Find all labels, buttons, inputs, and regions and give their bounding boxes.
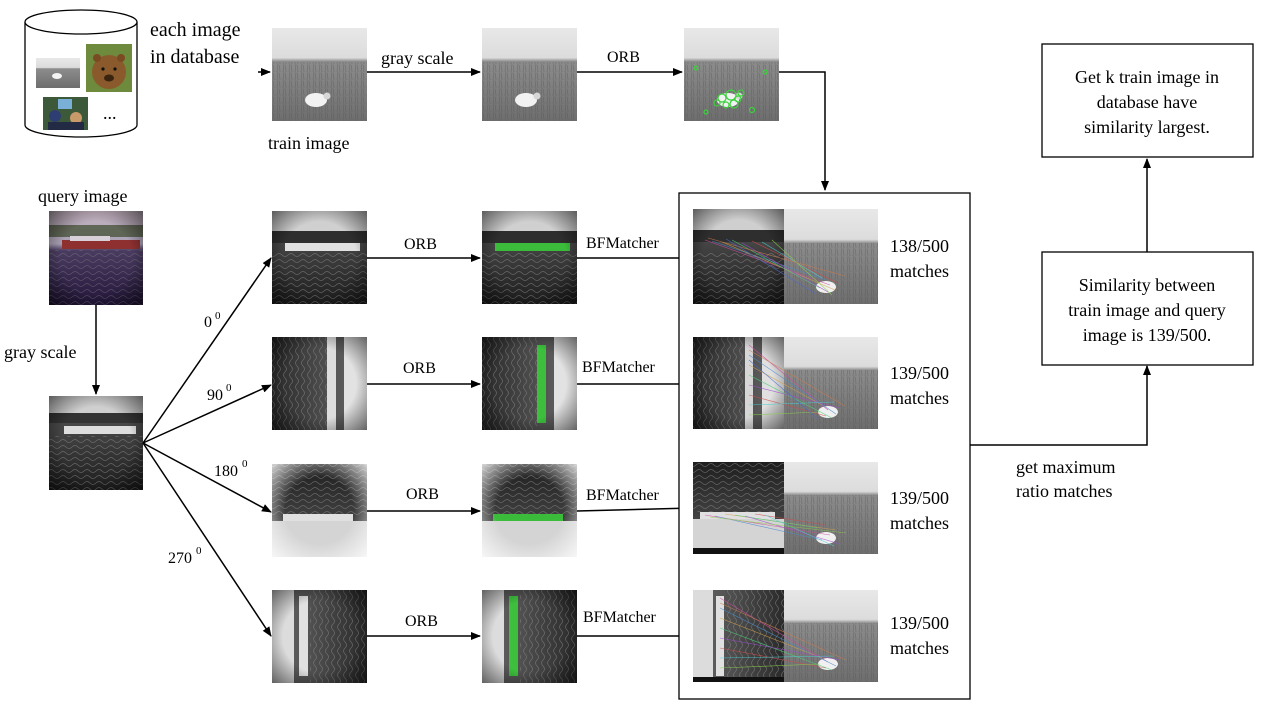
database-thumbnail-bear: [86, 44, 132, 92]
svg-text:90: 90: [207, 387, 223, 404]
degree-symbol: 0: [242, 458, 248, 470]
bfmatcher-label-270: BFMatcher: [583, 609, 657, 626]
similarity-line2: train image and query: [1068, 300, 1225, 320]
database-cylinder: ...: [24, 9, 138, 138]
database-caption-line2: in database: [150, 46, 240, 68]
svg-text:180: 180: [214, 463, 238, 480]
query-image: [49, 211, 143, 305]
degree-symbol: 0: [215, 310, 221, 322]
result-line1: Get k train image in: [1075, 67, 1219, 87]
query-image-label: query image: [38, 186, 127, 206]
database-thumbnail-sheep: [36, 58, 80, 88]
database-caption-line1: each image: [150, 19, 241, 41]
svg-text:270: 270: [168, 550, 192, 567]
orb-image-180: [482, 464, 577, 557]
train-orb-label: ORB: [607, 49, 640, 66]
bfmatcher-label-0: BFMatcher: [586, 235, 660, 252]
matches-ratio-180: 139/500: [890, 488, 949, 508]
train-gray-scale-label: gray scale: [381, 48, 453, 68]
query-gray-scale-label: gray scale: [4, 342, 76, 362]
similarity-box: [1041, 251, 1254, 366]
rotated-image-270: [272, 590, 367, 683]
rotated-image-0: [272, 211, 367, 304]
degree-symbol: 0: [196, 545, 202, 557]
matches-ratio-0: 138/500: [890, 236, 949, 256]
angle-label-0: 0 0: [204, 310, 221, 331]
database-thumbnail-people: [43, 97, 88, 130]
similarity-line1: Similarity between: [1079, 275, 1215, 295]
train-orb-keypoints-image: [684, 28, 779, 121]
max-step-line2: ratio matches: [1016, 481, 1112, 501]
result-line3: similarity largest.: [1084, 117, 1210, 137]
orb-label-90: ORB: [403, 360, 436, 377]
matches-word-0: matches: [890, 261, 949, 281]
result-line2: database have: [1097, 92, 1197, 112]
orb-label-180: ORB: [406, 486, 439, 503]
match-pair-270: [693, 590, 878, 682]
rotated-image-180: [272, 464, 367, 557]
bfmatcher-label-90: BFMatcher: [582, 359, 656, 376]
svg-text:0: 0: [204, 314, 212, 331]
angle-label-270: 270 0: [168, 545, 202, 567]
query-gray-image: [49, 396, 143, 490]
result-box: [1041, 43, 1254, 158]
train-image-label: train image: [268, 133, 349, 153]
orb-image-90: [482, 337, 577, 430]
matches-ratio-270: 139/500: [890, 613, 949, 633]
matches-word-270: matches: [890, 638, 949, 658]
matches-word-90: matches: [890, 388, 949, 408]
train-keypoints: [693, 65, 768, 115]
train-image: [272, 28, 367, 121]
matches-ratio-90: 139/500: [890, 363, 949, 383]
orb-label-0: ORB: [404, 236, 437, 253]
match-pair-180: [693, 462, 878, 554]
matches-word-180: matches: [890, 513, 949, 533]
bfmatcher-label-180: BFMatcher: [586, 487, 660, 504]
orb-image-0: [482, 211, 577, 304]
orb-image-270: [482, 590, 577, 683]
degree-symbol: 0: [226, 382, 232, 394]
train-gray-image: [482, 28, 577, 121]
angle-label-180: 180 0: [214, 458, 248, 480]
similarity-line3: image is 139/500.: [1083, 325, 1212, 345]
database-ellipsis: ...: [103, 103, 117, 123]
rotated-image-90: [272, 337, 367, 430]
match-pair-90: [693, 337, 878, 429]
angle-label-90: 90 0: [207, 382, 232, 404]
max-step-line1: get maximum: [1016, 457, 1115, 477]
orb-label-270: ORB: [405, 613, 438, 630]
match-pair-0: [693, 209, 878, 304]
